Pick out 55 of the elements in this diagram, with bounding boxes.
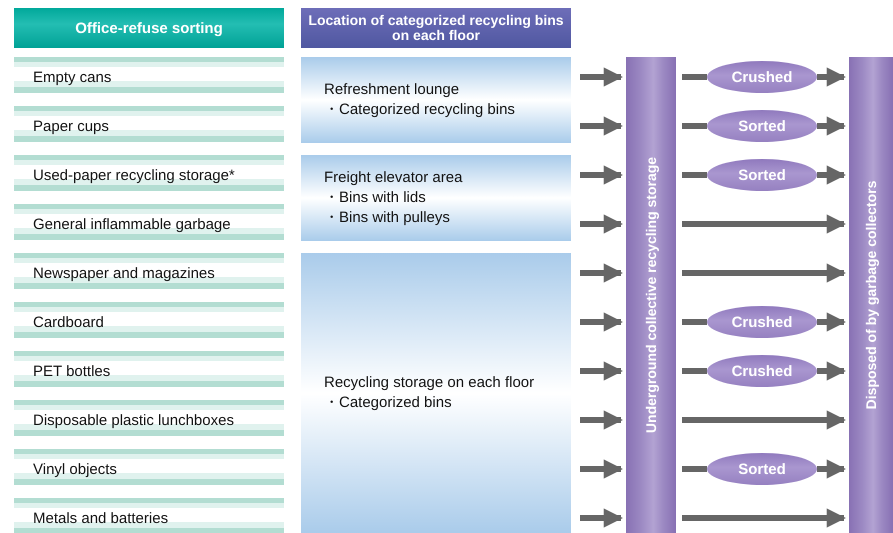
arrow (682, 410, 846, 430)
storage-bar (849, 57, 893, 533)
process-label: Crushed (732, 362, 792, 380)
location-name: Recycling storage on each floor (324, 373, 536, 393)
arrow (817, 361, 846, 381)
arrow (580, 361, 623, 381)
location-panel (301, 155, 571, 241)
arrow (580, 312, 623, 332)
arrow (817, 312, 846, 332)
process-label: Sorted (738, 166, 786, 184)
category-label: Empty cans (33, 68, 112, 86)
header-banner (301, 8, 571, 48)
process-label: Crushed (732, 68, 792, 86)
arrow (580, 459, 623, 479)
category-label: Newspaper and magazines (33, 264, 215, 282)
header-text: Location of categorized recycling bins on each floor (307, 13, 565, 43)
category-label: General inflammable garbage (33, 216, 231, 232)
header-text: Office-refuse sorting (75, 20, 223, 36)
bullet-item: ・Bins with pulleys (324, 208, 451, 228)
category-label: Paper cups (33, 118, 109, 134)
arrow (682, 263, 846, 283)
category-label: Metals and batteries (33, 510, 168, 526)
header-banner (14, 8, 284, 48)
arrow (817, 165, 846, 185)
location-name: Refreshment lounge (324, 80, 460, 100)
location-name: Freight elevator area (324, 168, 464, 188)
arrow (682, 508, 846, 528)
category-row (14, 498, 284, 533)
bullet-item: ・Categorized bins (324, 393, 453, 413)
arrow (580, 116, 623, 136)
bar-label: Underground collective recycling storage (643, 156, 659, 434)
arrow (682, 214, 846, 234)
process-label: Sorted (738, 460, 786, 478)
arrow (580, 263, 623, 283)
location-panel (301, 57, 571, 143)
arrow (580, 67, 623, 87)
category-label: Vinyl objects (33, 460, 117, 478)
category-label: Cardboard (33, 314, 104, 330)
bullet-item: ・Categorized recycling bins (324, 100, 516, 120)
arrow (580, 165, 623, 185)
process-label: Sorted (738, 118, 786, 134)
category-label: PET bottles (33, 362, 110, 380)
process-label: Crushed (732, 314, 792, 330)
storage-bar (626, 57, 676, 533)
arrow (580, 410, 623, 430)
arrow (817, 116, 846, 136)
location-panel (301, 253, 571, 533)
arrow (580, 214, 623, 234)
bullet-item: ・Bins with lids (324, 188, 427, 208)
category-label: Disposable plastic lunchboxes (33, 412, 234, 428)
bar-label: Disposed of by garbage collectors (863, 180, 879, 410)
arrow (817, 67, 846, 87)
category-label: Used-paper recycling storage* (33, 166, 235, 184)
arrow (817, 459, 846, 479)
arrow (580, 508, 623, 528)
